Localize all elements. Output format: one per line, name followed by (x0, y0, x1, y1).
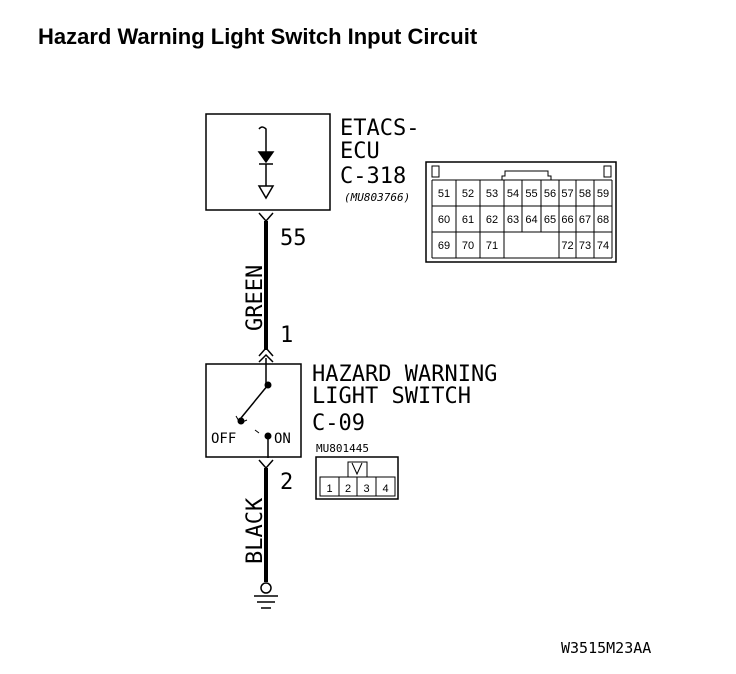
ecu-pin-68: 68 (597, 214, 609, 226)
switch-pin-2: 2 (345, 483, 351, 495)
ecu-pin-62: 62 (486, 214, 498, 226)
switch-name-line1: HAZARD WARNING (312, 362, 497, 387)
ground-icon (254, 582, 278, 609)
ecu-pin-66: 66 (561, 214, 573, 226)
ecu-pin-56: 56 (544, 188, 556, 200)
ecu-pin-55: 55 (525, 188, 537, 200)
ecu-internal-circuit-icon (257, 126, 275, 200)
switch-pin-4: 4 (382, 483, 388, 495)
green-wire-color-label: GREEN (243, 265, 268, 331)
black-wire (258, 459, 274, 582)
ecu-pin-59: 59 (597, 188, 609, 200)
switch-part-number: MU801445 (316, 442, 369, 455)
ecu-pin-52: 52 (462, 188, 474, 200)
ecu-pin-51: 51 (438, 188, 450, 200)
switch-box (205, 363, 302, 458)
switch-pin-1: 1 (326, 483, 332, 495)
switch-name-line2: LIGHT SWITCH (312, 384, 471, 409)
switch-terminal-bottom: 2 (280, 470, 293, 495)
ecu-pin-74: 74 (597, 240, 609, 252)
ecu-pin-labels: 51 52 53 54 55 56 57 58 59 60 61 62 63 64 65 66 67 68 69 70… (438, 188, 609, 252)
ecu-pin-64: 64 (525, 214, 537, 226)
ecu-pin-67: 67 (579, 214, 591, 226)
switch-contact-icon (235, 353, 274, 458)
ecu-pin-53: 53 (486, 188, 498, 200)
switch-connector-face (315, 456, 399, 500)
ecu-pin-65: 65 (544, 214, 556, 226)
switch-on-label: ON (274, 431, 291, 447)
ecu-pin-71: 71 (486, 240, 498, 252)
ecu-pin-57: 57 (561, 188, 573, 200)
ecu-pin-60: 60 (438, 214, 450, 226)
ecu-pin-72: 72 (561, 240, 573, 252)
ecu-pin-61: 61 (462, 214, 474, 226)
ecu-terminal-number: 55 (280, 226, 307, 251)
ecu-pin-54: 54 (507, 188, 519, 200)
ecu-part-number: (MU803766) (344, 191, 410, 204)
ecu-connector-label: C-318 (340, 164, 406, 189)
page-title: Hazard Warning Light Switch Input Circui… (38, 24, 478, 49)
switch-pin-3: 3 (363, 483, 369, 495)
ecu-pin-63: 63 (507, 214, 519, 226)
ecu-pin-58: 58 (579, 188, 591, 200)
ecu-pin-73: 73 (579, 240, 591, 252)
switch-connector-label: C-09 (312, 411, 365, 436)
ecu-box (205, 113, 331, 211)
switch-off-label: OFF (211, 431, 236, 447)
switch-terminal-top: 1 (280, 323, 293, 348)
ecu-name-line1: ETACS- (340, 116, 419, 141)
green-wire (258, 212, 274, 357)
ecu-pin-70: 70 (462, 240, 474, 252)
black-wire-color-label: BLACK (243, 497, 268, 564)
ecu-pin-69: 69 (438, 240, 450, 252)
figure-code: W3515M23AA (561, 639, 651, 657)
ecu-name-line2: ECU (340, 139, 380, 164)
ecu-connector-face (425, 161, 617, 263)
